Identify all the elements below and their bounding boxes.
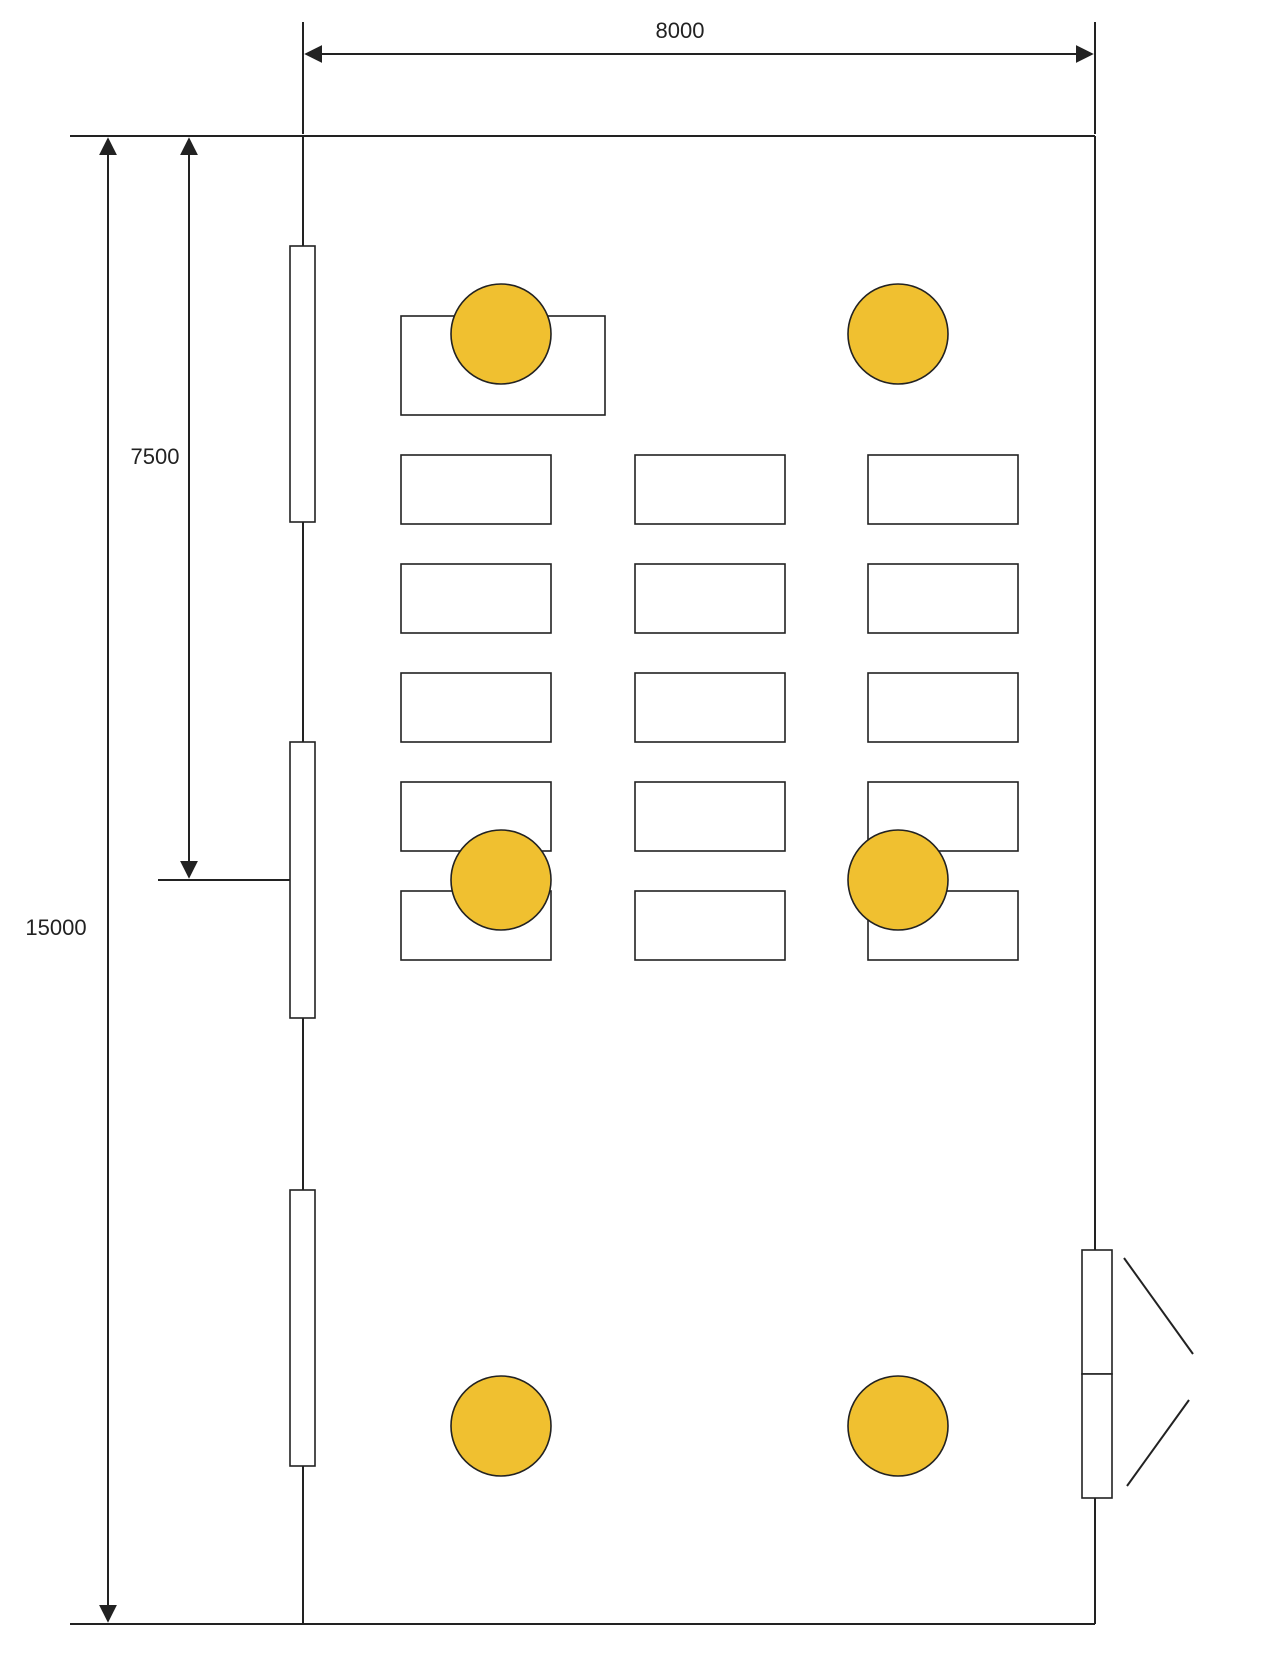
desk-r1-c2 — [634, 454, 786, 525]
lamp-middle-right — [847, 829, 949, 931]
door-leaf-lower — [1081, 1373, 1113, 1499]
desk-r5-c2 — [634, 890, 786, 961]
lamp-bottom-right — [847, 1375, 949, 1477]
desk-r3-c1 — [400, 672, 552, 743]
desk-r3-c2 — [634, 672, 786, 743]
lamp-top-right — [847, 283, 949, 385]
window-left-3 — [289, 1189, 316, 1467]
desk-r3-c3 — [867, 672, 1019, 743]
lamp-bottom-left — [450, 1375, 552, 1477]
desk-r2-c2 — [634, 563, 786, 634]
desk-r1-c1 — [400, 454, 552, 525]
lamp-top-left — [450, 283, 552, 385]
height-dimension: 15000 — [25, 137, 117, 1623]
door-leaf-upper — [1081, 1249, 1113, 1375]
entrance-door — [1081, 1249, 1194, 1499]
ceiling-lamps — [450, 283, 949, 1477]
student-desks — [400, 454, 1019, 961]
width-dimension-label: 8000 — [656, 18, 705, 43]
width-dimension: 8000 — [302, 18, 1096, 134]
lamp-middle-left — [450, 829, 552, 931]
height-dimension-label: 15000 — [25, 915, 86, 940]
door-swing-lower — [1126, 1399, 1190, 1487]
left-windows — [289, 245, 316, 1467]
window-left-1 — [289, 245, 316, 523]
desk-r2-c1 — [400, 563, 552, 634]
desk-r1-c3 — [867, 454, 1019, 525]
window-left-2 — [289, 741, 316, 1019]
desk-r4-c2 — [634, 781, 786, 852]
door-swing-upper — [1123, 1257, 1194, 1355]
half-height-dimension-label: 7500 — [131, 444, 180, 469]
half-height-dimension: 7500 — [131, 137, 290, 881]
desk-r2-c3 — [867, 563, 1019, 634]
